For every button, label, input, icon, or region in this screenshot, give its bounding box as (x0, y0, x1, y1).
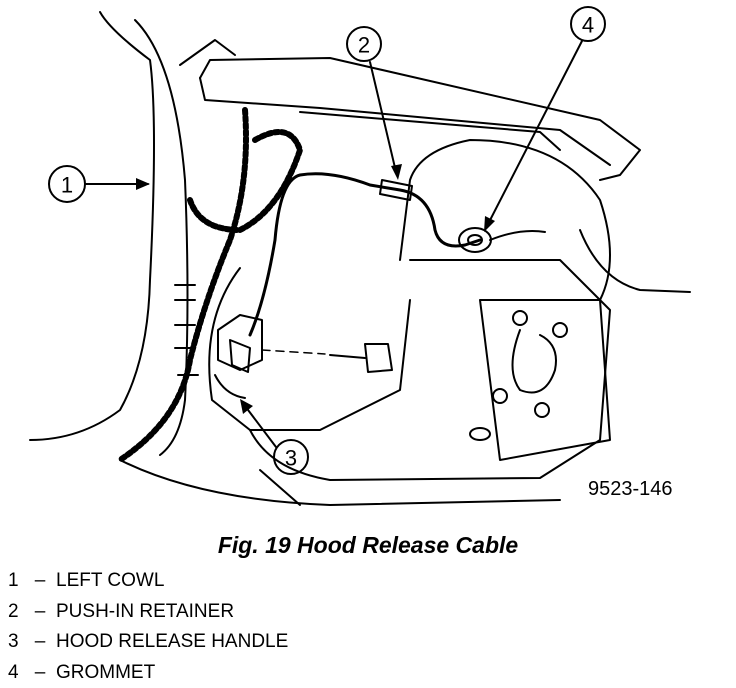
figure-code: 9523-146 (588, 478, 673, 500)
callout-4: 4 (582, 13, 594, 38)
arrowhead-3 (240, 399, 253, 414)
dash-lower-housing (208, 267, 411, 431)
cowl-inner-edge (134, 19, 189, 456)
leader-2 (369, 61, 397, 173)
callout-3: 3 (285, 446, 297, 471)
callout-1: 1 (61, 173, 73, 198)
legend-label: LEFT COWL (56, 570, 165, 591)
arrowhead-2 (391, 164, 402, 180)
legend-item: 2–PUSH-IN RETAINER (8, 597, 288, 628)
legend-item: 3–HOOD RELEASE HANDLE (8, 627, 288, 658)
arrowhead-1 (136, 178, 150, 190)
legend-number: 3 (8, 631, 19, 652)
callout-2: 2 (358, 33, 370, 58)
legend-label: GROMMET (56, 661, 156, 683)
legend-number: 4 (8, 661, 19, 683)
hood-release-cable (248, 172, 482, 337)
legend-number: 2 (8, 600, 19, 622)
legend-label: PUSH-IN RETAINER (56, 600, 235, 622)
figure-caption: Fig. 19 Hood Release Cable (217, 532, 519, 558)
arrowhead-4 (484, 216, 495, 232)
legend-number: 1 (8, 570, 19, 591)
legend-label: HOOD RELEASE HANDLE (56, 631, 289, 652)
legend-item: 4–GROMMET (8, 658, 288, 688)
wiring-harness (117, 107, 249, 463)
leader-4 (485, 40, 583, 229)
lower-mount-plate (479, 299, 611, 461)
legend: 1–LEFT COWL 2–PUSH-IN RETAINER 3–HOOD RE… (8, 566, 288, 688)
mounting-bolt (329, 354, 366, 359)
grommet (458, 227, 492, 253)
callout-3-circle (273, 439, 309, 475)
callout-4-circle (570, 6, 606, 42)
push-in-retainer (379, 179, 413, 201)
legend-item: 1–LEFT COWL (8, 566, 288, 597)
hood-release-cable-illustration: 1 2 3 4 (29, 6, 691, 506)
callout-2-circle (346, 26, 382, 62)
hood-release-handle (217, 314, 263, 371)
dash-top-panel (199, 57, 641, 181)
left-cowl-outline (29, 11, 155, 441)
